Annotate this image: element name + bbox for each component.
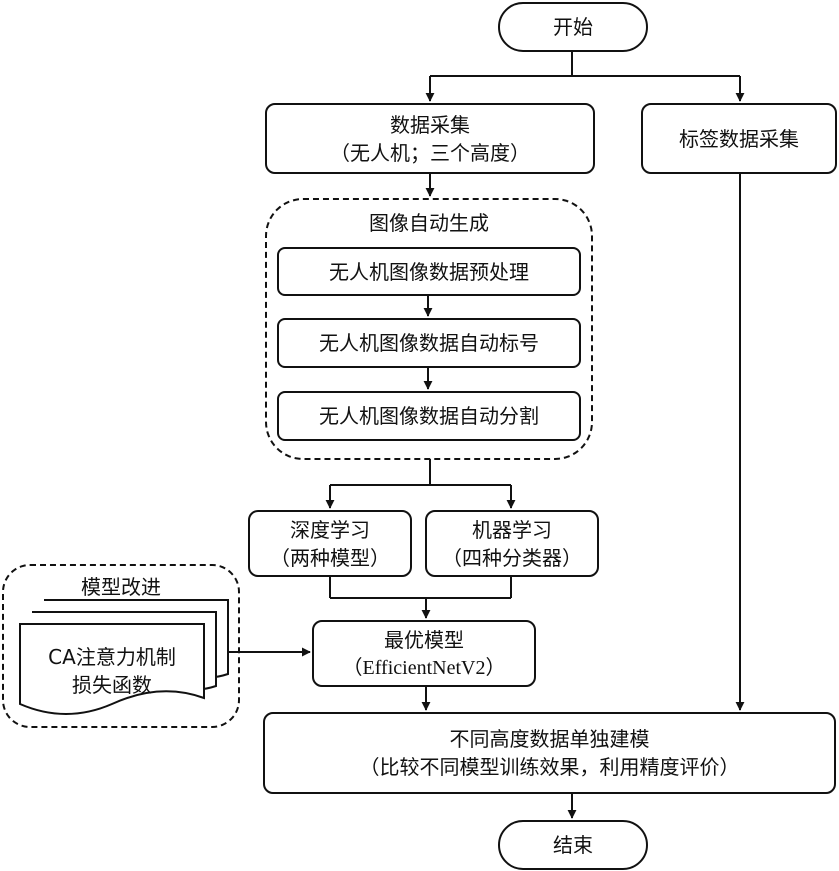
label-collection-box: 标签数据采集 — [641, 103, 837, 174]
best-model-detail: （EfficientNetV2） — [342, 656, 506, 679]
end-node: 结束 — [498, 820, 648, 870]
ca-attention-label: CA注意力机制 — [48, 645, 176, 669]
model-improvement-title: 模型改进 — [81, 575, 161, 599]
auto-segmentation-step-box: 无人机图像数据自动分割 — [277, 391, 581, 441]
start-label: 开始 — [553, 15, 593, 39]
separate-modeling-title: 不同高度数据单独建模 — [449, 727, 650, 751]
deep-learning-box: 深度学习 （两种模型） — [248, 510, 412, 577]
data-collection-title: 数据采集 — [390, 112, 470, 137]
auto-labeling-step-box: 无人机图像数据自动标号 — [277, 318, 581, 368]
loss-function-label: 损失函数 — [72, 673, 152, 697]
stacked-document-shape — [19, 599, 229, 715]
end-label: 结束 — [553, 833, 593, 857]
separate-modeling-detail: （比较不同模型训练效果，利用精度评价） — [359, 755, 740, 779]
machine-learning-box: 机器学习 （四种分类器） — [425, 510, 599, 577]
start-node: 开始 — [498, 2, 648, 52]
model-improvement-group — [2, 564, 240, 728]
auto-generation-group — [265, 198, 593, 460]
deep-learning-detail: （两种模型） — [270, 545, 390, 570]
group-to-learning-connector — [330, 459, 511, 486]
auto-generation-title: 图像自动生成 — [369, 211, 489, 235]
preprocess-step-box: 无人机图像数据预处理 — [277, 247, 581, 296]
separate-modeling-box: 不同高度数据单独建模 （比较不同模型训练效果，利用精度评价） — [263, 712, 836, 794]
learning-merge-connector — [329, 577, 512, 599]
deep-learning-title: 深度学习 — [290, 517, 370, 542]
best-model-title: 最优模型 — [384, 627, 464, 652]
start-connector — [430, 52, 740, 77]
preprocess-step-label: 无人机图像数据预处理 — [329, 259, 529, 284]
auto-segmentation-step-label: 无人机图像数据自动分割 — [319, 404, 539, 428]
machine-learning-detail: （四种分类器） — [442, 545, 582, 570]
best-model-box: 最优模型 （EfficientNetV2） — [312, 620, 536, 687]
data-collection-detail: （无人机；三个高度） — [330, 140, 530, 165]
machine-learning-title: 机器学习 — [472, 517, 552, 542]
data-collection-box: 数据采集 （无人机；三个高度） — [265, 103, 595, 174]
auto-labeling-step-label: 无人机图像数据自动标号 — [319, 331, 539, 355]
label-collection-label: 标签数据采集 — [679, 126, 799, 151]
